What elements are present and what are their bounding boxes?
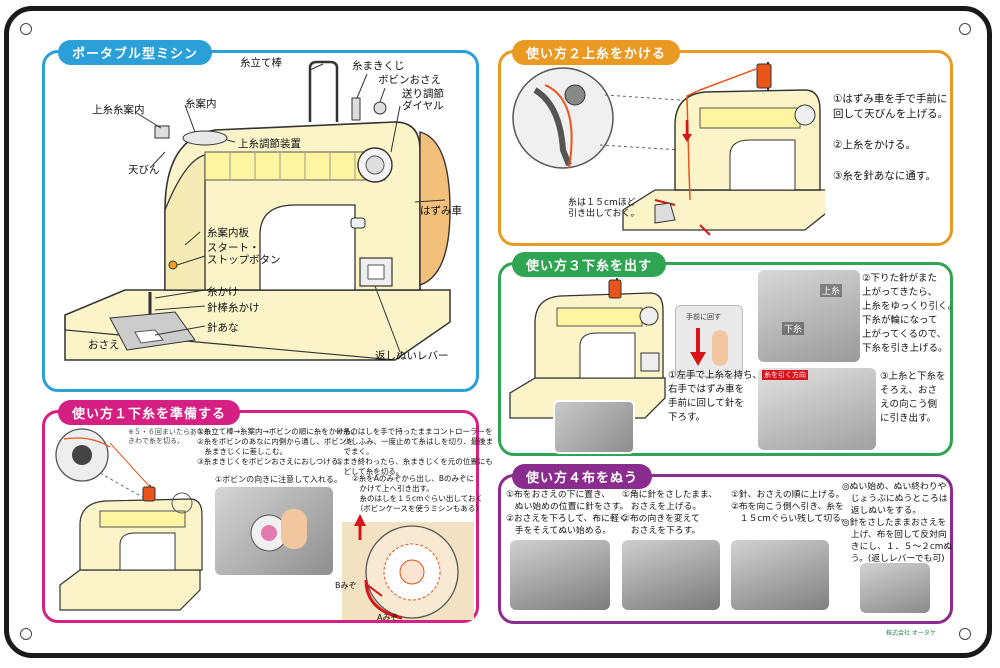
upper-thread-note: 糸は１５cmほど 引き出しておく。 — [568, 198, 640, 219]
label-take-up: 天びん — [128, 164, 160, 176]
lower-thread-photo-bobbin — [553, 400, 635, 454]
lower-thread-machine — [509, 278, 666, 419]
label-tension: 上糸調節装置 — [238, 138, 301, 150]
bobbin-insert-photo — [215, 487, 333, 575]
corner-hole — [959, 628, 971, 640]
handwheel-inset: 手前に回す — [675, 305, 743, 377]
panel5-title: 使い方４布をぬう — [512, 464, 653, 489]
pull-direction-label: 糸を引く方向 — [762, 370, 808, 380]
label-needle-bar-hook: 針棒糸かけ — [207, 302, 260, 314]
sewing-step-col3: ①針、おさえの順に上げる。 ②布を向こう側へ引き、糸を １５cmぐらい残して切る… — [731, 490, 850, 524]
lower-thread-photo-loop: 上糸 下糸 — [758, 270, 860, 362]
upper-thread-step-3: ③糸を針あなに通す。 — [833, 170, 936, 182]
label-spool-pin: 糸立て棒 — [240, 57, 282, 69]
handwheel-inset-label: 手前に回す — [686, 313, 721, 321]
groove-caption: ②糸をAのみぞから出し、Bのみぞに かけて上へ引き出す。 糸のはしを１５cmぐら… — [352, 474, 483, 513]
sewing-step-col1: ①布をおさえの下に置き、 ぬい始めの位置に針をさす。 ②おさえを下ろして、布に軽… — [506, 490, 629, 536]
photo-label-lower: 下糸 — [782, 322, 805, 335]
label-upper-guide: 上糸糸案内 — [92, 104, 145, 116]
panel3-title: 使い方３下糸を出す — [512, 252, 667, 277]
label-guide-plate: 糸案内板 — [207, 227, 249, 239]
bobbin-note: ※５・６回まいたらあなの きわで糸を切る。 — [128, 428, 211, 445]
publisher-logo: 株式会社 オータケ — [886, 628, 936, 639]
sewing-photo-finish — [731, 540, 829, 610]
lower-thread-step-2: ②下りた針がまた 上がってきたら、 上糸をゆっくり引く。 下糸が輪になって 上が… — [862, 273, 958, 354]
lower-thread-step-1: ①左手で上糸を持ち、 右手ではずみ車を 手前に回して針を 下ろす。 — [668, 370, 763, 423]
label-reverse-lever: 返しぬいレバー — [375, 350, 449, 362]
label-start-stop: スタート・ ストップボタン — [207, 242, 281, 266]
label-presser: おさえ — [88, 339, 120, 351]
upper-thread-step-2: ②上糸をかける。 — [833, 139, 916, 151]
corner-hole — [959, 23, 971, 35]
label-handwheel: はずみ車 — [420, 205, 462, 217]
upper-thread-steps: ①はずみ車を手で手前に 回して天びんを上げる。 ②上糸をかける。 ③糸を針あなに… — [833, 92, 948, 184]
panel1-title: ポータブル型ミシン — [58, 40, 213, 65]
panel2-title: 使い方２上糸をかける — [512, 40, 681, 65]
sewing-photo-start — [510, 540, 610, 610]
label-bobbin-presser: ボビンおさえ — [378, 74, 441, 86]
bobbin-instructions-1: ①糸立て棒→糸案内→ボビンの順に糸をかける。 ②糸をボビンのあなに内側から通し、… — [197, 427, 359, 466]
bobbin-caption: ①ボビンの向きに注意して入れる。 — [215, 475, 342, 484]
sewing-step-col2: ①角に針をさしたまま、 おさえを上げる。 ②布の向きを変えて おさえを下ろす。 — [622, 490, 718, 536]
corner-hole — [20, 628, 32, 640]
label-needle-hole: 針あな — [207, 322, 239, 334]
sewing-photo-reverse — [860, 563, 930, 613]
machine-diagram — [64, 60, 451, 361]
label-bobbin-winder: 糸まきくじ — [352, 60, 405, 72]
corner-hole — [20, 23, 32, 35]
lower-thread-step-3: ③上糸と下糸を そろえ、おさ えの向こう側 に引き出す。 — [880, 371, 946, 424]
bobbin-groove-diagram — [342, 514, 474, 620]
panel4-title: 使い方１下糸を準備する — [58, 400, 241, 425]
upper-thread-step-1: ①はずみ車を手で手前に 回して天びんを上げる。 — [833, 93, 949, 120]
label-feed-dial: 送り調節 ダイヤル — [402, 88, 444, 112]
label-hook: 糸かけ — [207, 286, 239, 298]
sewing-photo-corner — [622, 540, 720, 610]
bobbin-winding-diagram — [55, 428, 203, 611]
photo-label-upper: 上糸 — [820, 284, 843, 297]
groove-b-label: Bみぞ — [335, 581, 357, 590]
sewing-step-col4: ◎ぬい始め、ぬい終わりや じょうぶにぬうところは 返しぬいをする。 ◎針をさした… — [842, 482, 953, 564]
upper-thread-diagram — [512, 62, 825, 236]
publisher-name: 株式会社 オータケ — [886, 630, 936, 637]
label-thread-guide: 糸案内 — [185, 98, 217, 110]
bobbin-instructions-2: ④糸のはしを手で持ったままコントローラーを 少しふみ、一度止めて糸はしを切り、最… — [336, 427, 494, 476]
lower-thread-photo-pull: 糸を引く方向 — [758, 368, 876, 450]
groove-a-label: Aみぞ — [377, 613, 399, 622]
